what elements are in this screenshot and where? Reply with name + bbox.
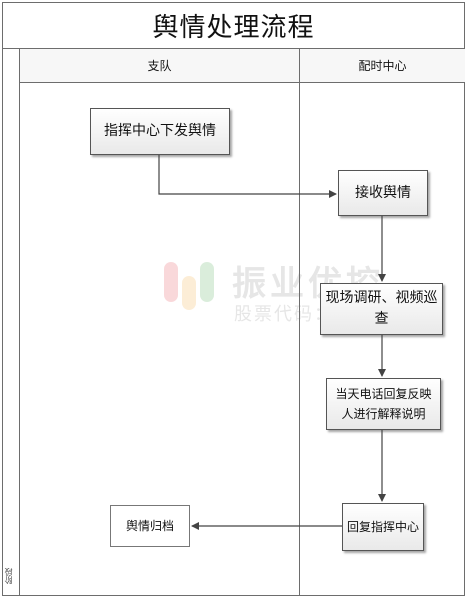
phase-column <box>2 49 20 596</box>
step-issue: 指挥中心下发舆情 <box>90 108 230 155</box>
lane-divider <box>299 49 300 596</box>
step-investigate: 现场调研、视频巡查 <box>320 283 443 335</box>
diagram-title: 舆情处理流程 <box>2 2 465 49</box>
diagram-frame <box>2 2 465 596</box>
lane-header-detachment: 支队 <box>20 49 299 83</box>
step-callback: 当天电话回复反映人进行解释说明 <box>326 378 441 430</box>
phase-label: 阶段 <box>4 568 13 584</box>
step-receive: 接收舆情 <box>338 170 428 216</box>
step-reply: 回复指挥中心 <box>342 503 424 551</box>
step-archive: 舆情归档 <box>110 505 190 547</box>
lane-header-timing-center: 配时中心 <box>300 49 465 83</box>
